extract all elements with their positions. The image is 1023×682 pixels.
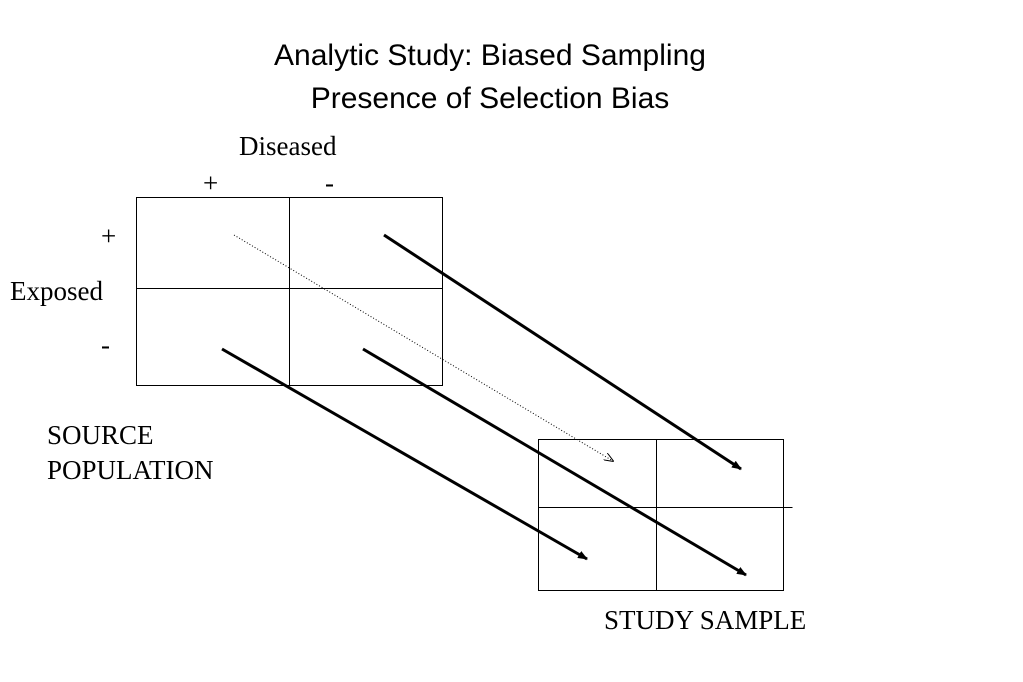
exposed-minus-label: - — [101, 330, 110, 360]
exposed-row-header: Exposed — [10, 276, 103, 306]
study-sample-caption: STUDY SAMPLE — [604, 605, 807, 635]
source-population-caption-line-2: POPULATION — [47, 455, 214, 485]
arrow-exposed-nondiseased — [383, 233, 742, 471]
sample-table-border — [538, 439, 784, 591]
exposed-plus-label: + — [101, 221, 117, 251]
diagram-title-line-2: Presence of Selection Bias — [310, 82, 670, 115]
diseased-minus-label: - — [325, 168, 334, 198]
source-population-caption-line-1: SOURCE — [47, 420, 154, 450]
diagram-title-line-1: Analytic Study: Biased Sampling — [274, 39, 706, 72]
study-sample-table — [538, 439, 793, 591]
arrow-unexposed-nondiseased — [362, 347, 747, 577]
source-population-table — [136, 197, 443, 386]
arrow-unexposed-diseased — [221, 347, 588, 561]
sampling-arrows — [221, 233, 747, 577]
diseased-column-header: Diseased — [239, 131, 337, 161]
diseased-plus-label: + — [203, 168, 219, 198]
